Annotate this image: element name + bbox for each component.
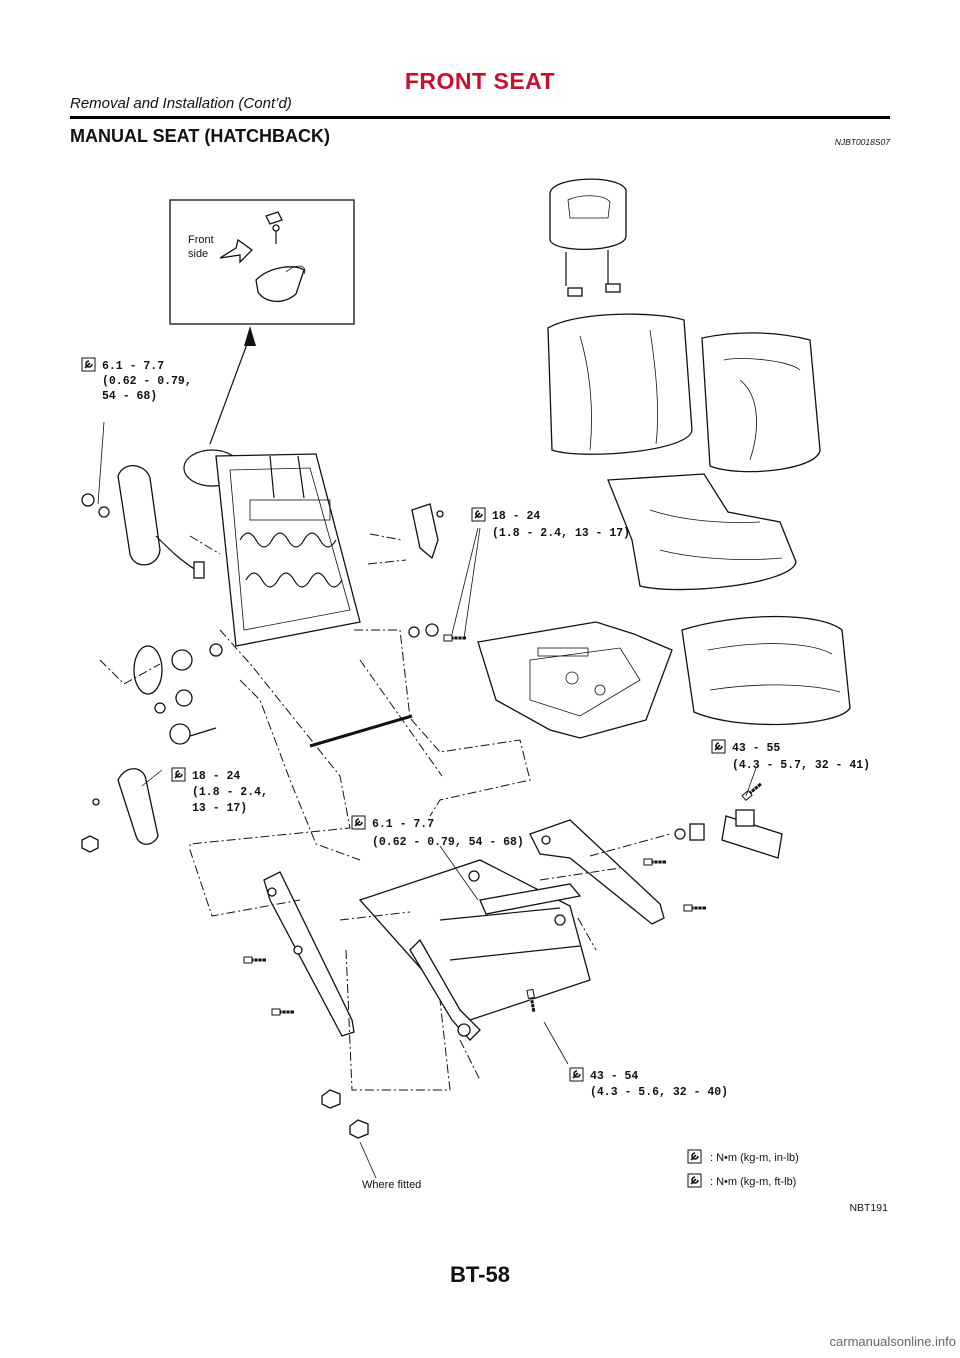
- seat-cushion-trim: [607, 473, 797, 591]
- seat-rail-left: [242, 871, 355, 1037]
- page-number: BT-58: [450, 1262, 510, 1287]
- svg-text:6.1 - 7.7: 6.1 - 7.7: [372, 818, 434, 831]
- svg-text:(1.8 - 2.4,: (1.8 - 2.4,: [192, 786, 268, 799]
- svg-text:(1.8 - 2.4, 13 - 17): (1.8 - 2.4, 13 - 17): [492, 527, 630, 540]
- svg-text:: N•m (kg-m, ft-lb): : N•m (kg-m, ft-lb): [710, 1176, 796, 1188]
- figure-code: NBT191: [849, 1202, 888, 1214]
- watermark: carmanualsonline.info: [829, 1334, 956, 1349]
- svg-text:43 - 55: 43 - 55: [732, 742, 780, 755]
- svg-text:13 - 17): 13 - 17): [192, 802, 247, 815]
- seatback-pad: [701, 332, 821, 473]
- svg-text:(0.62 - 0.79,: (0.62 - 0.79,: [102, 375, 192, 388]
- wrench-icon: [687, 1173, 702, 1188]
- seatback-trim: [547, 313, 693, 455]
- inset-label-front: Front: [188, 234, 214, 246]
- svg-text:18 - 24: 18 - 24: [192, 770, 240, 783]
- seatback-frame: [215, 453, 361, 647]
- recliner-parts: [133, 643, 223, 745]
- svg-text:43 - 54: 43 - 54: [590, 1070, 638, 1083]
- page-header-title: FRONT SEAT: [404, 68, 556, 94]
- inset-detail-box: Front side: [169, 199, 355, 325]
- torque-label-5: 6.1 - 7.7 (0.62 - 0.79, 54 - 68): [351, 815, 524, 849]
- legend-in-lb: : N•m (kg-m, in-lb): [687, 1149, 799, 1164]
- exploded-diagram: Front side: [60, 160, 900, 1220]
- headrest: [549, 178, 627, 297]
- torque-label-1: 6.1 - 7.7 (0.62 - 0.79, 54 - 68): [81, 357, 192, 403]
- torque-label-2: 18 - 24 (1.8 - 2.4, 13 - 17): [471, 507, 630, 540]
- svg-text:18 - 24: 18 - 24: [492, 510, 540, 523]
- inset-label-side: side: [188, 248, 208, 260]
- svg-text:: N•m (kg-m, in-lb): : N•m (kg-m, in-lb): [710, 1152, 799, 1164]
- header-divider: [70, 116, 890, 119]
- svg-text:6.1 - 7.7: 6.1 - 7.7: [102, 360, 164, 373]
- seat-track-assembly: [358, 859, 591, 1041]
- seat-pan-frame: [477, 621, 673, 739]
- torque-label-6: 43 - 54 (4.3 - 5.6, 32 - 40): [569, 1067, 728, 1099]
- front-arrow-icon: [219, 238, 254, 264]
- section-title: MANUAL SEAT (HATCHBACK): [70, 126, 330, 146]
- where-fitted-label: Where fitted: [362, 1179, 421, 1191]
- wrench-icon: [687, 1149, 702, 1164]
- torque-label-4: 18 - 24 (1.8 - 2.4, 13 - 17): [171, 767, 268, 815]
- svg-text:(4.3 - 5.6, 32 - 40): (4.3 - 5.6, 32 - 40): [590, 1086, 728, 1099]
- svg-text:(4.3 - 5.7, 32 - 41): (4.3 - 5.7, 32 - 41): [732, 759, 870, 772]
- seat-cushion-pad: [681, 615, 851, 726]
- svg-text:54 - 68): 54 - 68): [102, 390, 157, 403]
- page-header-subtitle: Removal and Installation (Cont’d): [70, 95, 292, 112]
- seatbelt-buckle: [674, 780, 783, 859]
- section-code: NJBT0018S07: [834, 137, 890, 147]
- svg-text:(0.62 - 0.79, 54 - 68): (0.62 - 0.79, 54 - 68): [372, 836, 524, 849]
- side-airbag-module: [81, 465, 205, 579]
- torque-label-3: 43 - 55 (4.3 - 5.7, 32 - 41): [711, 739, 870, 772]
- recliner-cover: [81, 768, 159, 853]
- legend-ft-lb: : N•m (kg-m, ft-lb): [687, 1173, 796, 1188]
